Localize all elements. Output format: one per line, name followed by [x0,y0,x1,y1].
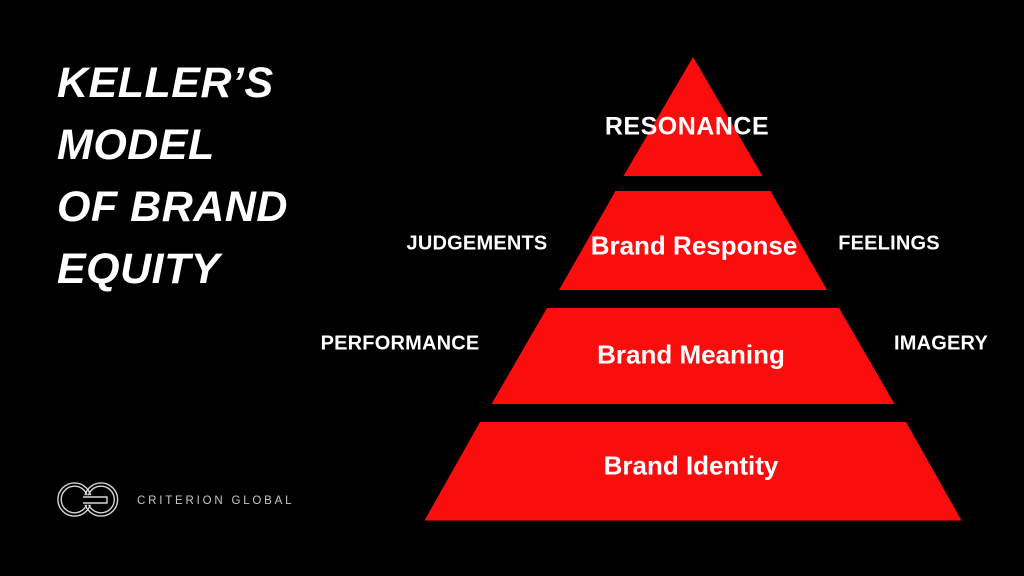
criterion-global-logo-icon [57,482,119,517]
tier-label-resonance: RESONANCE [604,112,770,141]
pyramid-tier-brand-identity-shape [424,422,962,521]
title-line-1: KELLER’S [57,59,274,107]
pyramid-tier-brand-response-shape [559,191,827,290]
tier-label-brand-meaning: Brand Meaning [597,339,785,370]
tier-label-brand-response: Brand Response [590,230,798,261]
pyramid-tier-resonance-shape [623,57,763,176]
side-label-judgements: JUDGEMENTS [406,232,548,255]
side-label-imagery: IMAGERY [894,332,988,355]
brand-name: CRITERION GLOBAL [137,495,295,507]
side-label-performance: PERFORMANCE [320,332,480,355]
title-line-4: EQUITY [57,245,221,293]
page-title: KELLER’S MODEL OF BRAND EQUITY [57,52,288,300]
title-line-3: OF BRAND [57,183,288,231]
title-line-2: MODEL [57,121,215,169]
side-label-feelings: FEELINGS [838,232,940,255]
pyramid-tier-brand-meaning-shape [491,308,895,404]
tier-label-brand-identity: Brand Identity [603,450,779,481]
